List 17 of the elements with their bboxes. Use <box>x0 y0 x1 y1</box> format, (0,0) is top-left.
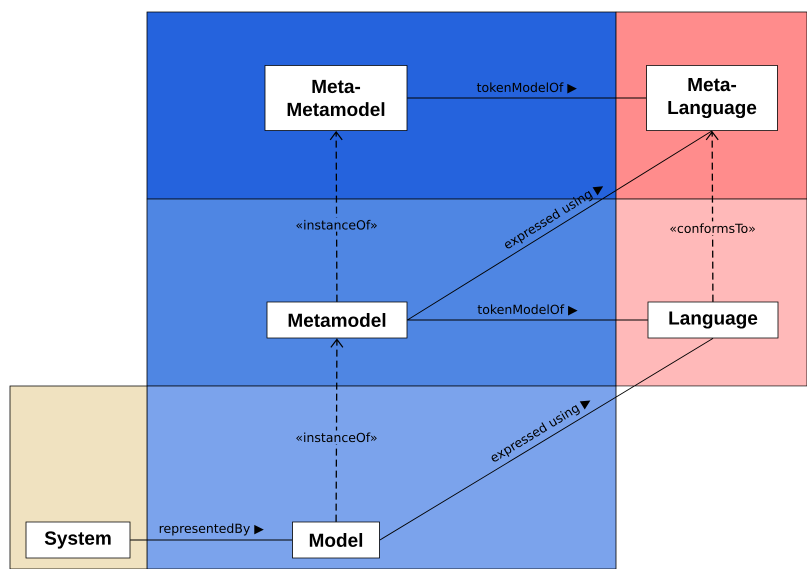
connector <box>706 130 719 302</box>
connector <box>379 338 714 540</box>
concept-box: Model <box>292 522 380 558</box>
edge-label: representedBy ▶ <box>160 523 264 536</box>
concept-box: Language <box>648 302 778 338</box>
connector <box>330 338 344 522</box>
concept-box: Metamodel <box>266 302 408 338</box>
concept-box: Meta- Metamodel <box>264 65 408 131</box>
edge-label: «conformsTo» <box>667 221 758 236</box>
edge-label: tokenModelOf ▶ <box>476 82 577 94</box>
connector <box>406 130 712 320</box>
edge-label: tokenModelOf ▶ <box>478 304 578 316</box>
connector <box>330 130 343 302</box>
concept-box: System <box>26 522 130 558</box>
concept-box: Meta- Language <box>646 65 778 131</box>
edge-label: «instanceOf» <box>293 218 380 232</box>
edge-label: «instanceOf» <box>293 430 380 444</box>
